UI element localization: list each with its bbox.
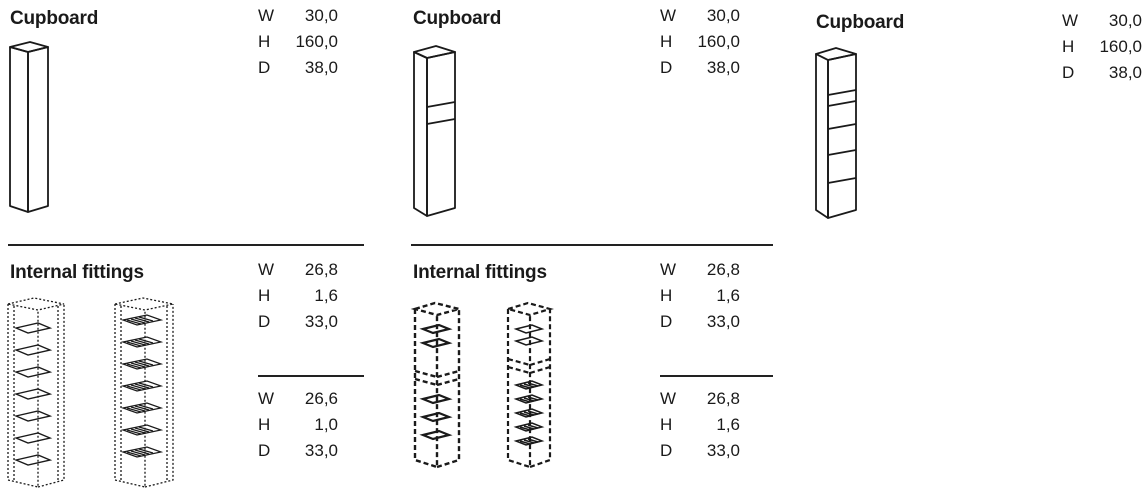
wire-shelf [120, 380, 164, 392]
fittings-2-wire-shelf-drawing [504, 301, 554, 469]
fittings-1-shelf-drawing [7, 297, 65, 488]
cupboard-1-title: Cupboard [10, 8, 99, 29]
cupboard-3-drawing [815, 47, 857, 219]
wire-shelf [120, 358, 164, 370]
cupboard-1-drawing [9, 41, 49, 213]
fittings-2-shelf-drawing [410, 301, 464, 469]
cupboard-2-title: Cupboard [413, 8, 502, 29]
section-divider-2 [411, 244, 773, 246]
cupboard-3-title: Cupboard [816, 12, 905, 33]
sub-divider-2 [660, 375, 773, 377]
wire-shelf [120, 336, 164, 348]
wire-shelf [120, 314, 164, 326]
sub-divider-1 [258, 375, 364, 377]
wire-shelf [120, 402, 164, 414]
fittings-1-wire-shelf-drawing [114, 297, 174, 488]
cupboard-2-drawing [413, 45, 456, 217]
fittings-1-title: Internal fittings [10, 262, 144, 283]
section-divider-1 [8, 244, 364, 246]
wire-shelf [120, 424, 164, 436]
fittings-2-title: Internal fittings [413, 262, 547, 283]
wire-shelf [120, 446, 164, 458]
